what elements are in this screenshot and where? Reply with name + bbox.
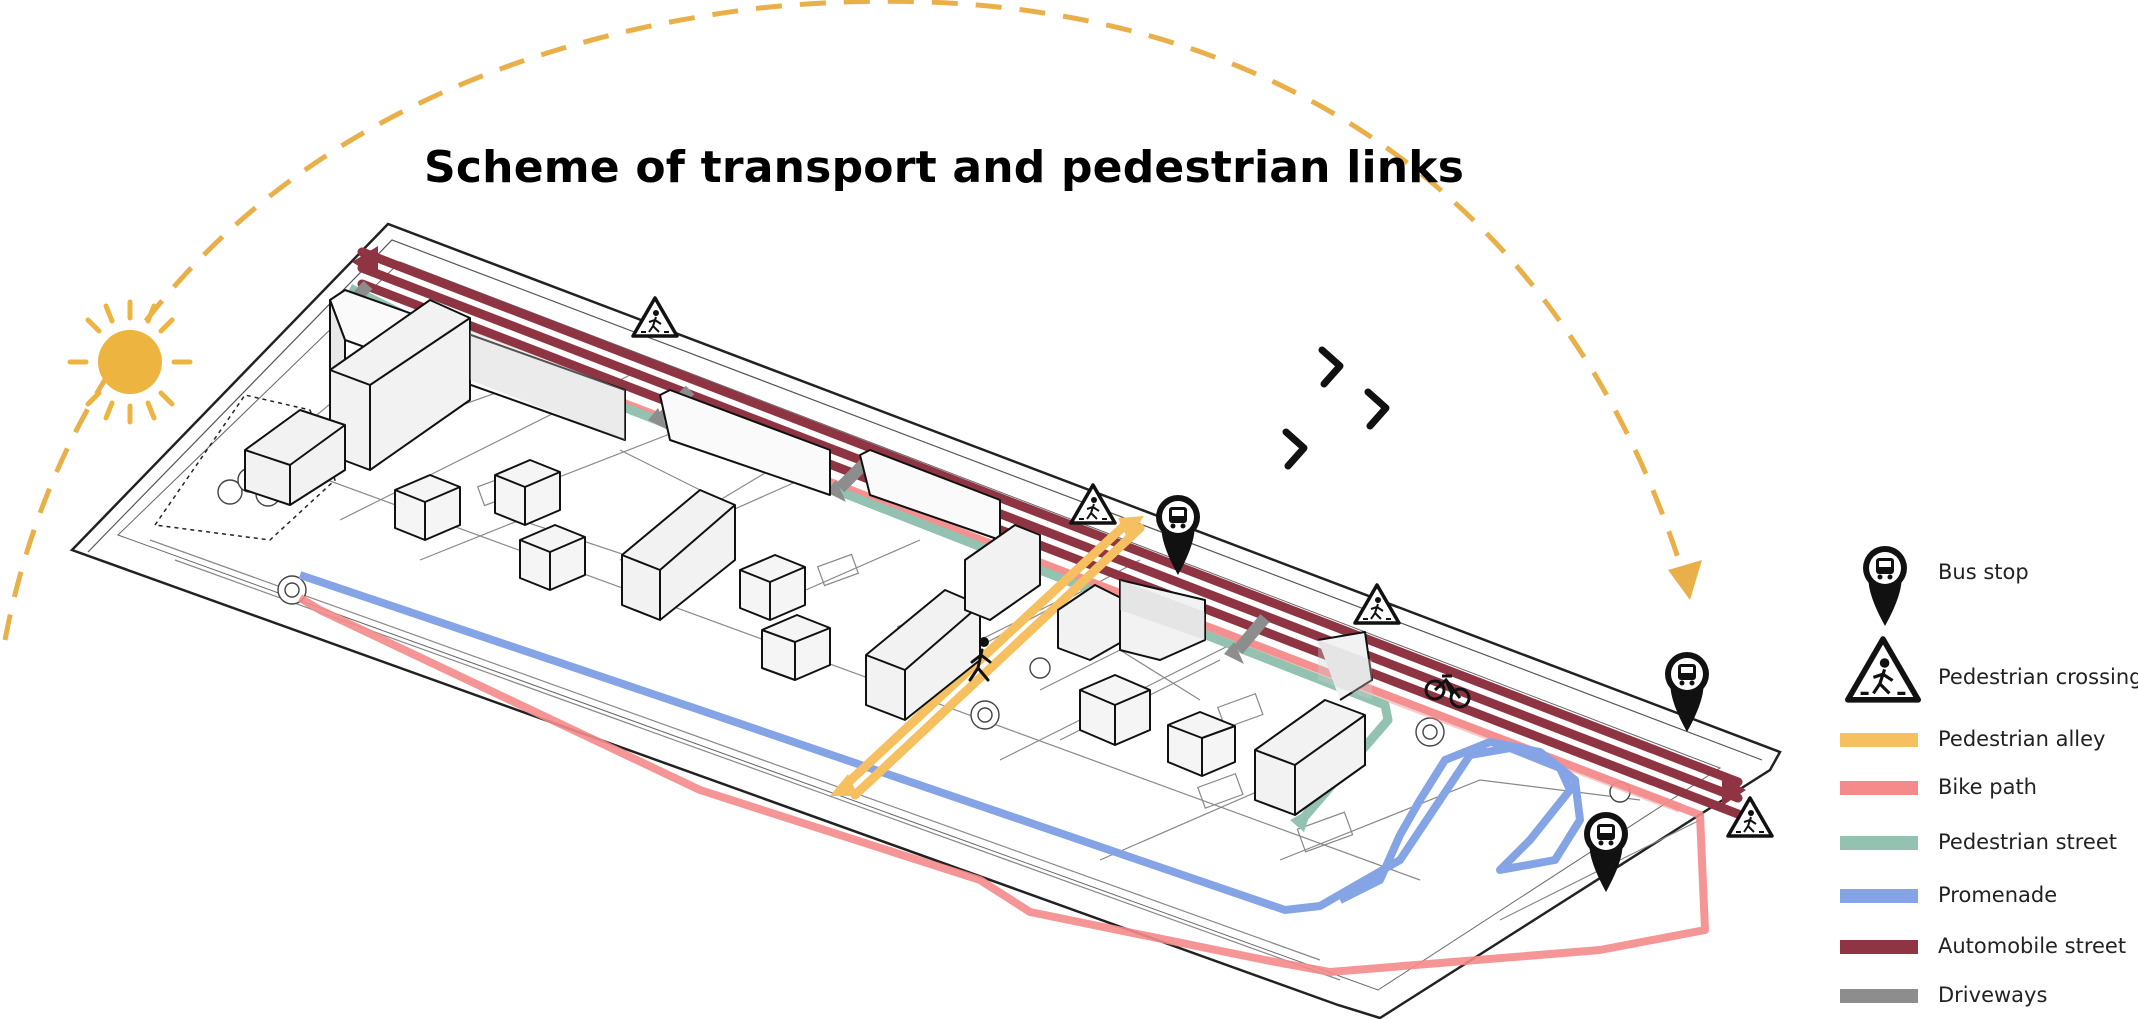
automobile-street-arrow-start [352,246,378,278]
building-cubes [394,459,1236,777]
legend-label: Driveways [1938,983,2048,1007]
legend-label: Automobile street [1938,934,2127,958]
buildings [244,289,1373,816]
bike-path [297,296,1709,976]
legend-label: Pedestrian crossing [1938,665,2138,689]
legend: Bus stop Pedestrian crossing Pedestrian … [1840,530,2138,1019]
building-shadows [470,330,1372,700]
diagram-title: Scheme of transport and pedestrian links [424,142,1465,193]
legend-swatch [1840,836,1918,850]
legend-label: Bus stop [1938,560,2029,584]
pedestrian-street-arrow [1290,808,1312,832]
legend-label: Pedestrian street [1938,830,2118,854]
building-corner-west [244,299,471,506]
pedestrian-alley-arrow-bottom [830,774,858,796]
sun-path-arrowhead [1668,560,1702,600]
promenade [298,571,1584,914]
north-chevron-icon [1282,346,1390,470]
pedestrian-crossing-icon [1845,635,1925,705]
legend-label: Pedestrian alley [1938,727,2106,751]
legend-swatch [1840,940,1918,954]
legend-swatch [1840,889,1918,903]
automobile-street-arrow-end [1722,776,1746,806]
bicycle-icon [1424,674,1471,709]
site-dotted-boundary [153,394,336,541]
legend-label: Promenade [1938,883,2058,907]
legend-swatch [1840,733,1918,747]
pedestrian-alley-arrow-top [1118,516,1144,540]
legend-swatch [1840,781,1918,795]
automobile-street [357,247,1743,819]
sun-icon [67,299,193,425]
legend-swatch [1840,989,1918,1003]
pedestrian-crossing-icon [631,296,679,338]
walking-person-icon [968,637,992,682]
bus-stop-icon [1863,546,1907,626]
legend-label: Bike path [1938,775,2037,799]
